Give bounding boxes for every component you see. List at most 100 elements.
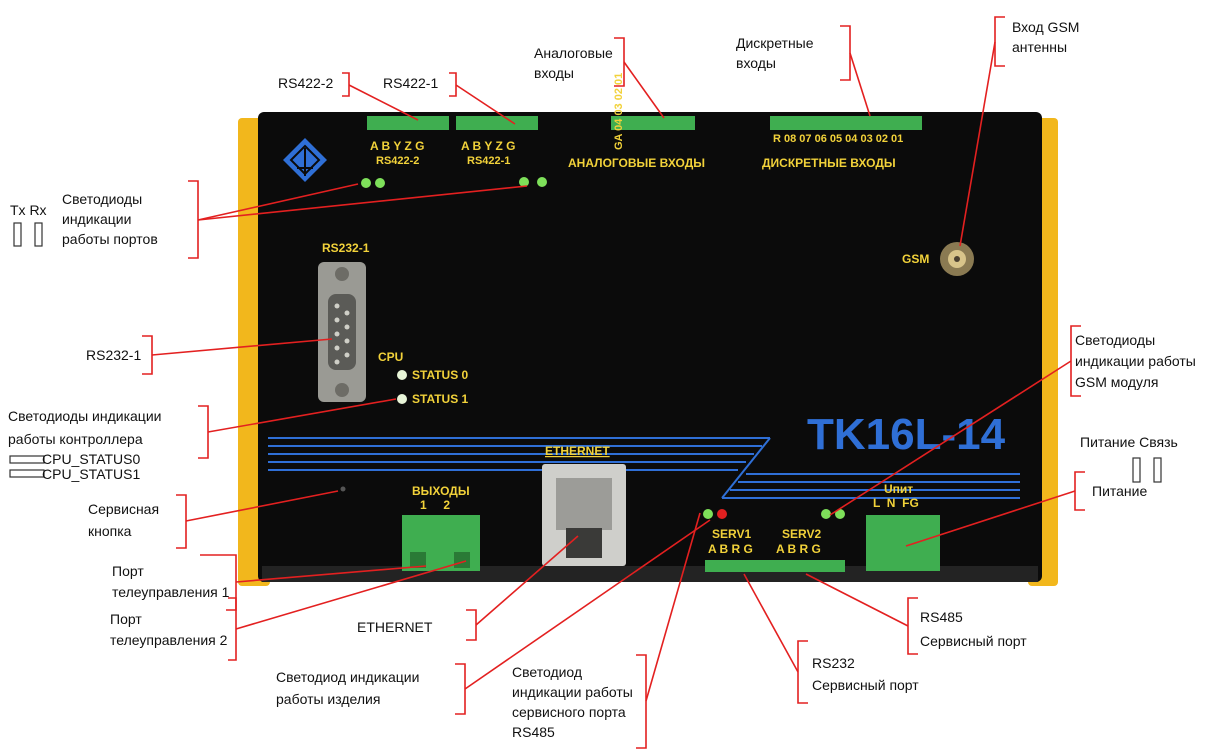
label-power-comm: Питание Связь [1080,434,1178,450]
rs422-1-led-a [519,177,529,187]
rs422-2-pins-print: A B Y Z G [370,139,424,153]
label-port-leds-line1: Светодиоды [62,191,142,207]
logo [283,138,327,182]
label-cpu-status1: CPU_STATUS1 [42,466,140,482]
rs232-1-print: RS232-1 [322,241,370,255]
rs422-1-title-print: RS422-1 [467,155,510,167]
db9-pins [334,303,350,365]
label-ctrl-leds-line2: работы контроллера [8,431,143,447]
label-gsm-leds-line1: Светодиоды [1075,332,1155,348]
ethernet-jack-port [566,528,602,558]
label-discrete-line1: Дискретные [736,35,814,51]
label-port-leds-line3: работы портов [62,231,158,247]
discrete-title-print: ДИСКРЕТНЫЕ ВХОДЫ [762,156,896,170]
analog-terminal [611,116,695,130]
status0-led [397,370,407,380]
power-led-symbol [1132,457,1141,483]
label-tele2-line2: телеуправления 2 [110,632,228,648]
serv1-pins-print: A B R G [708,542,753,556]
label-rs485-service-line2: Сервисный порт [920,633,1027,649]
label-rs422-2: RS422-2 [278,75,333,91]
label-gsm-leds-line2: индикации работы [1075,353,1196,369]
rs422-2-led-b [375,178,385,188]
analog-pins-print: GA 04 03 02 01 [613,73,625,150]
power-title-print: Uпит [884,482,913,496]
analog-title-print: АНАЛОГОВЫЕ ВХОДЫ [568,156,705,170]
label-ctrl-leds-line1: Светодиоды индикации [8,408,161,424]
label-serv-led-line3: сервисного порта [512,704,626,720]
rs422-1-led-b [537,177,547,187]
label-rs232-service-line2: Сервисный порт [812,677,919,693]
serv2-terminal [775,560,845,572]
label-rs485-service-line1: RS485 [920,609,963,625]
discrete-terminal [770,116,922,130]
db9-screw-top [335,267,349,281]
cpu-print: CPU [378,350,403,364]
label-rs232-service-line1: RS232 [812,655,855,671]
label-gsm-leds-line3: GSM модуля [1075,374,1159,390]
device-body [258,112,1042,582]
label-device-led-line1: Светодиод индикации [276,669,419,685]
device-led-red [717,509,727,519]
ethernet-jack-inner [556,478,612,530]
device: A B Y Z G RS422-2 A B Y Z G RS422-1 GA 0… [238,73,1058,586]
gsm-connector-pin [954,256,960,262]
model-print: TK16L-14 [807,410,1006,459]
blue-stripes [268,437,1020,499]
ethernet-print: ETHERNET [545,444,610,458]
serv2-print: SERV2 [782,527,821,541]
label-rs422-1: RS422-1 [383,75,438,91]
label-serv-led-line4: RS485 [512,724,555,740]
label-discrete-line2: входы [736,55,776,71]
label-port-leds-line2: индикации [62,211,131,227]
label-tele1-line1: Порт [112,563,144,579]
serv2-led-a [821,509,831,519]
rs422-2-title-print: RS422-2 [376,155,419,167]
rs422-2-led-a [361,178,371,188]
status0-print: STATUS 0 [412,368,469,382]
label-ethernet: ETHERNET [357,619,433,635]
db9-screw-bottom [335,383,349,397]
device-led-green [703,509,713,519]
cpu-status1-symbol [9,469,45,478]
serv2-pins-print: A B R G [776,542,821,556]
status1-print: STATUS 1 [412,392,469,406]
label-service-button-line1: Сервисная [88,501,159,517]
labels: RS422-2 RS422-1 Аналоговые входы Дискрет… [8,19,1196,740]
label-tele1-line2: телеуправления 1 [112,584,230,600]
tx-led-symbol [13,222,22,247]
power-pins-print: L N FG [873,496,919,510]
serv1-print: SERV1 [712,527,751,541]
label-rs232-1: RS232-1 [86,347,141,363]
label-cpu-status0: CPU_STATUS0 [42,451,140,467]
label-analog-line2: входы [534,65,574,81]
outputs-title-print: ВЫХОДЫ [412,484,470,498]
comm-led-symbol [1153,457,1162,483]
label-tele2-line1: Порт [110,611,142,627]
leader-lines [151,41,1076,702]
rs422-1-pins-print: A B Y Z G [461,139,515,153]
serv2-led-b [835,509,845,519]
label-gsm-antenna-line2: антенны [1012,39,1067,55]
label-analog-line1: Аналоговые [534,45,613,61]
rs422-1-terminal [456,116,538,130]
gsm-print: GSM [902,252,929,266]
label-power: Питание [1092,483,1147,499]
service-button-hole [340,486,346,492]
rs422-2-terminal [367,116,449,130]
power-terminal [866,515,940,571]
label-tx-rx: Tx Rx [10,202,47,218]
cpu-status0-symbol [9,455,45,464]
label-service-button-line2: кнопка [88,523,132,539]
rx-led-symbol [34,222,43,247]
label-serv-led-line2: индикации работы [512,684,633,700]
label-gsm-antenna-line1: Вход GSM [1012,19,1079,35]
discrete-pins-print: R 08 07 06 05 04 03 02 01 [773,133,903,145]
status1-led [397,394,407,404]
serv1-terminal [705,560,775,572]
label-serv-led-line1: Светодиод [512,664,582,680]
outputs-pins-print: 1 2 [420,498,450,512]
label-device-led-line2: работы изделия [276,691,380,707]
